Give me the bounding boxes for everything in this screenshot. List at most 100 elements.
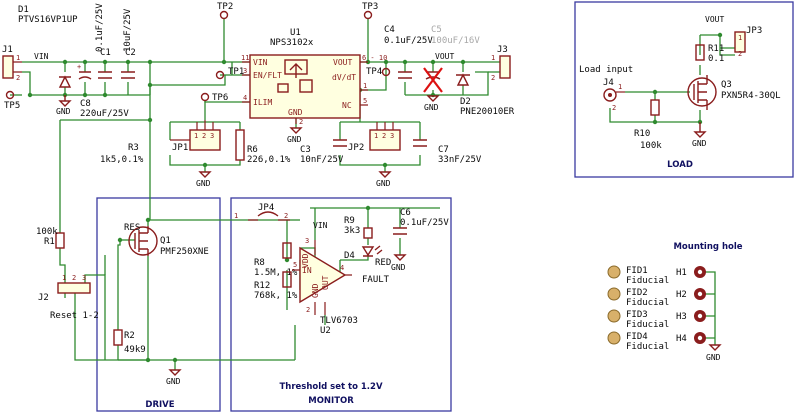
- svg-text:TP1: TP1: [228, 67, 244, 77]
- gnd-symbol-c5: GND: [424, 95, 440, 112]
- svg-text:3: 3: [243, 67, 247, 75]
- svg-text:dV/dT: dV/dT: [332, 73, 356, 82]
- svg-text:R11: R11: [708, 44, 724, 54]
- drive-frame: [96, 197, 221, 412]
- svg-text:R9: R9: [344, 216, 355, 226]
- resistor-r10: R10 100k: [634, 99, 662, 151]
- gnd-symbol-c6: GND: [391, 254, 407, 272]
- svg-text:RES: RES: [124, 223, 140, 233]
- svg-text:GND: GND: [692, 139, 707, 148]
- svg-text:2: 2: [382, 132, 386, 140]
- resistor-r6: R6 226,0.1%: [235, 129, 291, 165]
- svg-text:JP4: JP4: [258, 203, 274, 213]
- svg-text:JP2: JP2: [348, 143, 364, 153]
- led-d4: D4 RED FAULT: [344, 245, 391, 285]
- svg-text:C7: C7: [438, 145, 449, 155]
- svg-text:C6: C6: [400, 208, 411, 218]
- testpoint-tp3: TP3: [362, 2, 378, 20]
- svg-text:C3: C3: [300, 145, 311, 155]
- svg-text:2: 2: [299, 118, 303, 126]
- connector-j3: J3 1 2: [491, 45, 511, 82]
- svg-text:6 - 10: 6 - 10: [362, 54, 387, 62]
- svg-text:JP3: JP3: [746, 26, 762, 36]
- capacitor-c8: + C8 220uF/25V: [77, 63, 129, 119]
- resistor-r12: R12 768k, 1%: [254, 271, 298, 301]
- resistor-r11: R11 0.1: [695, 44, 724, 64]
- svg-text:1: 1: [16, 54, 20, 62]
- svg-text:100k: 100k: [36, 227, 58, 237]
- svg-text:GND: GND: [391, 263, 406, 272]
- gnd-symbol-load: GND: [692, 122, 707, 148]
- fiducial-list: FID1 Fiducial FID2 Fiducial FID3 Fiducia…: [607, 265, 669, 352]
- testpoint-tp5: TP5: [4, 90, 20, 111]
- svg-text:FID2: FID2: [626, 288, 648, 298]
- svg-text:2: 2: [16, 74, 20, 82]
- svg-text:2: 2: [72, 274, 76, 282]
- vout-label-1: VOUT: [435, 52, 454, 61]
- svg-text:R8: R8: [254, 258, 265, 268]
- svg-text:GND: GND: [424, 103, 439, 112]
- svg-text:PNE20010ER: PNE20010ER: [460, 107, 515, 117]
- connector-jp3: JP3 1 2: [734, 26, 762, 58]
- svg-text:Load input: Load input: [579, 65, 633, 75]
- capacitor-c3: C3 10nF/25V: [300, 139, 347, 165]
- svg-text:GND: GND: [288, 108, 303, 117]
- svg-text:ILIM: ILIM: [253, 98, 272, 107]
- svg-text:R3: R3: [128, 143, 139, 153]
- svg-text:2: 2: [284, 212, 288, 220]
- svg-text:GND: GND: [166, 377, 181, 386]
- svg-text:2: 2: [202, 132, 206, 140]
- svg-text:49k9: 49k9: [124, 345, 146, 355]
- svg-text:TP6: TP6: [212, 93, 228, 103]
- svg-text:PMF250XNE: PMF250XNE: [160, 247, 209, 257]
- ic-u2: VDD IN GND OUT 3 5 4 2 TLV6703 U2: [292, 237, 358, 336]
- ic-u1: VIN EN/FLT ILIM VOUT dV/dT NC GND 11 3 4…: [241, 28, 387, 126]
- svg-text:R1: R1: [44, 237, 55, 247]
- load-frame: [574, 1, 794, 178]
- svg-text:10uF/25V: 10uF/25V: [123, 8, 133, 52]
- capacitor-c1: C1 0.1uF/25V: [95, 3, 112, 79]
- svg-text:GND: GND: [287, 135, 302, 144]
- mounting-holes: H1 H2 H3 H4 GND: [676, 266, 722, 362]
- resistor-r2: R2 49k9: [113, 329, 146, 355]
- resistor-r1: 100k R1: [36, 227, 65, 249]
- testpoint-tp2: TP2: [217, 2, 233, 20]
- svg-text:U2: U2: [320, 326, 331, 336]
- svg-text:1k5,0.1%: 1k5,0.1%: [100, 155, 144, 165]
- svg-text:C1: C1: [100, 48, 111, 58]
- svg-text:PXN5R4-30QL: PXN5R4-30QL: [721, 91, 781, 101]
- capacitor-c5-dnp: C5 100uF/16V: [423, 25, 480, 93]
- jumper-jp1: JP1 1 2 3: [170, 120, 221, 153]
- svg-text:R2: R2: [124, 331, 135, 341]
- resistor-r9: R9 3k3: [344, 216, 373, 239]
- svg-text:GND: GND: [311, 283, 320, 298]
- gnd-symbol-drive: GND: [166, 369, 182, 386]
- svg-text:C2: C2: [125, 48, 136, 58]
- svg-text:3: 3: [305, 237, 309, 245]
- svg-text:TLV6703: TLV6703: [320, 316, 358, 326]
- svg-text:R12: R12: [254, 281, 270, 291]
- testpoint-tp1: TP1: [215, 67, 244, 80]
- svg-text:5: 5: [363, 97, 367, 105]
- gnd-symbol-u1: GND: [287, 127, 303, 144]
- svg-text:OUT: OUT: [321, 275, 330, 290]
- svg-text:3: 3: [82, 274, 86, 282]
- connector-j4: Load input J4 1 2: [579, 65, 633, 112]
- svg-text:Fiducial: Fiducial: [626, 298, 669, 308]
- testpoint-tp4: TP4: [366, 67, 391, 77]
- svg-text:1: 1: [363, 82, 367, 90]
- resistor-r8: R8 1.5M, 1%: [254, 242, 298, 278]
- svg-text:Fiducial: Fiducial: [626, 320, 669, 330]
- svg-text:JP1: JP1: [172, 143, 188, 153]
- svg-text:3k3: 3k3: [344, 226, 360, 236]
- svg-text:0.1uF/25V: 0.1uF/25V: [384, 36, 433, 46]
- svg-text:FID1: FID1: [626, 266, 648, 276]
- capacitor-c2: C2 10uF/25V: [121, 8, 136, 79]
- svg-text:RED: RED: [375, 258, 391, 268]
- svg-text:220uF/25V: 220uF/25V: [80, 109, 129, 119]
- svg-text:FAULT: FAULT: [362, 275, 390, 285]
- svg-text:GND: GND: [706, 353, 721, 362]
- svg-text:1: 1: [491, 54, 495, 62]
- jumper-jp2: JP2 1 2 3: [348, 122, 401, 153]
- testpoint-tp6: TP6: [200, 92, 228, 103]
